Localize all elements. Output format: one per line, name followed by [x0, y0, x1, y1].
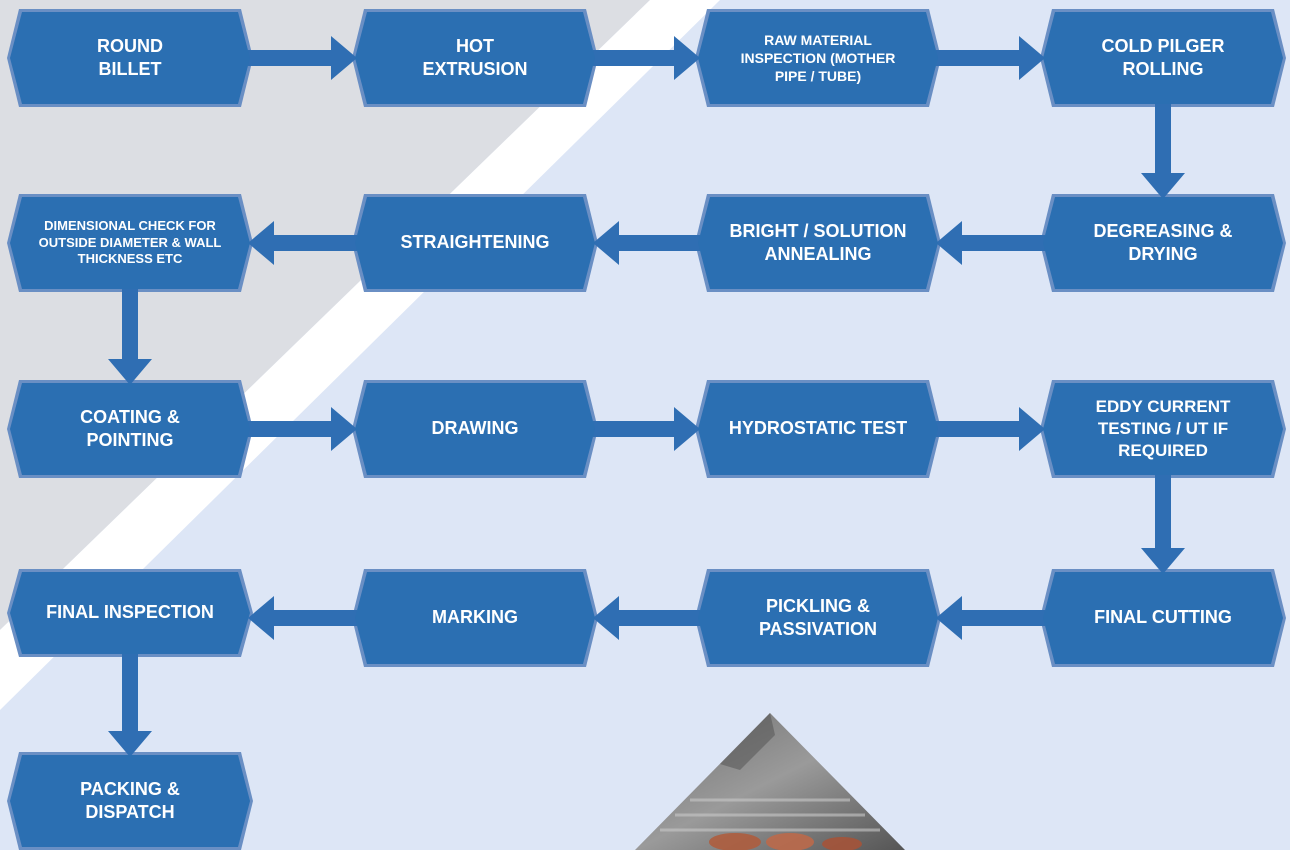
step-packing-dispatch: PACKING & DISPATCH: [10, 755, 250, 847]
step-label: HOT EXTRUSION: [422, 35, 528, 79]
step-label: BRIGHT / SOLUTION ANNEALING: [729, 220, 907, 264]
white-diagonal-stripe: [0, 0, 720, 710]
step-round-billet: ROUND BILLET: [10, 12, 250, 104]
step-label: COATING & POINTING: [80, 406, 180, 450]
step-label: COLD PILGER ROLLING: [1101, 35, 1225, 79]
flow-arrow: [593, 221, 700, 265]
step-label: MARKING: [432, 607, 518, 628]
step-final-cutting: FINAL CUTTING: [1043, 572, 1283, 664]
step-label: HYDROSTATIC TEST: [728, 418, 908, 439]
step-degreasing-drying: DEGREASING & DRYING: [1043, 197, 1283, 289]
step-hot-extrusion: HOT EXTRUSION: [355, 12, 595, 104]
step-cold-pilger-rolling: COLD PILGER ROLLING: [1043, 12, 1283, 104]
flow-arrow: [936, 221, 1045, 265]
step-label: FINAL INSPECTION: [46, 602, 214, 623]
step-label: EDDY CURRENT TESTING / UT IF REQUIRED: [1095, 396, 1231, 461]
step-eddy-current-testing: EDDY CURRENT TESTING / UT IF REQUIRED: [1043, 383, 1283, 475]
step-marking: MARKING: [355, 572, 595, 664]
flow-arrow: [248, 407, 357, 451]
step-label: FINAL CUTTING: [1094, 607, 1232, 628]
step-label: DIMENSIONAL CHECK FOR OUTSIDE DIAMETER &…: [38, 217, 222, 267]
flow-arrow: [248, 221, 357, 265]
flow-arrow: [1141, 473, 1185, 574]
flow-arrow: [108, 287, 152, 385]
step-raw-material-inspection: RAW MATERIAL INSPECTION (MOTHER PIPE / T…: [698, 12, 938, 104]
flow-arrow: [593, 36, 700, 80]
step-final-inspection: FINAL INSPECTION: [10, 572, 250, 654]
flow-arrow: [936, 36, 1045, 80]
step-label: PACKING & DISPATCH: [80, 778, 180, 822]
step-label: PICKLING & PASSIVATION: [758, 595, 877, 639]
step-straightening: STRAIGHTENING: [355, 197, 595, 289]
step-pickling-passivation: PICKLING & PASSIVATION: [698, 572, 938, 664]
flow-arrow: [593, 407, 700, 451]
step-hydrostatic-test: HYDROSTATIC TEST: [698, 383, 938, 475]
flow-arrow: [936, 407, 1045, 451]
step-dimensional-check: DIMENSIONAL CHECK FOR OUTSIDE DIAMETER &…: [10, 197, 250, 289]
flow-arrow: [248, 596, 357, 640]
step-bright-solution-annealing: BRIGHT / SOLUTION ANNEALING: [698, 197, 938, 289]
step-drawing: DRAWING: [355, 383, 595, 475]
step-label: RAW MATERIAL INSPECTION (MOTHER PIPE / T…: [740, 31, 896, 85]
step-label: ROUND BILLET: [97, 35, 163, 79]
flow-arrow: [936, 596, 1045, 640]
flow-arrow: [1141, 102, 1185, 199]
step-coating-pointing: COATING & POINTING: [10, 383, 250, 475]
step-label: STRAIGHTENING: [400, 232, 550, 253]
step-label: DEGREASING & DRYING: [1093, 220, 1233, 264]
flow-arrow: [248, 36, 357, 80]
flow-arrow: [593, 596, 700, 640]
pipes-photo: [635, 713, 905, 850]
flow-arrow: [108, 652, 152, 757]
step-label: DRAWING: [431, 418, 519, 439]
